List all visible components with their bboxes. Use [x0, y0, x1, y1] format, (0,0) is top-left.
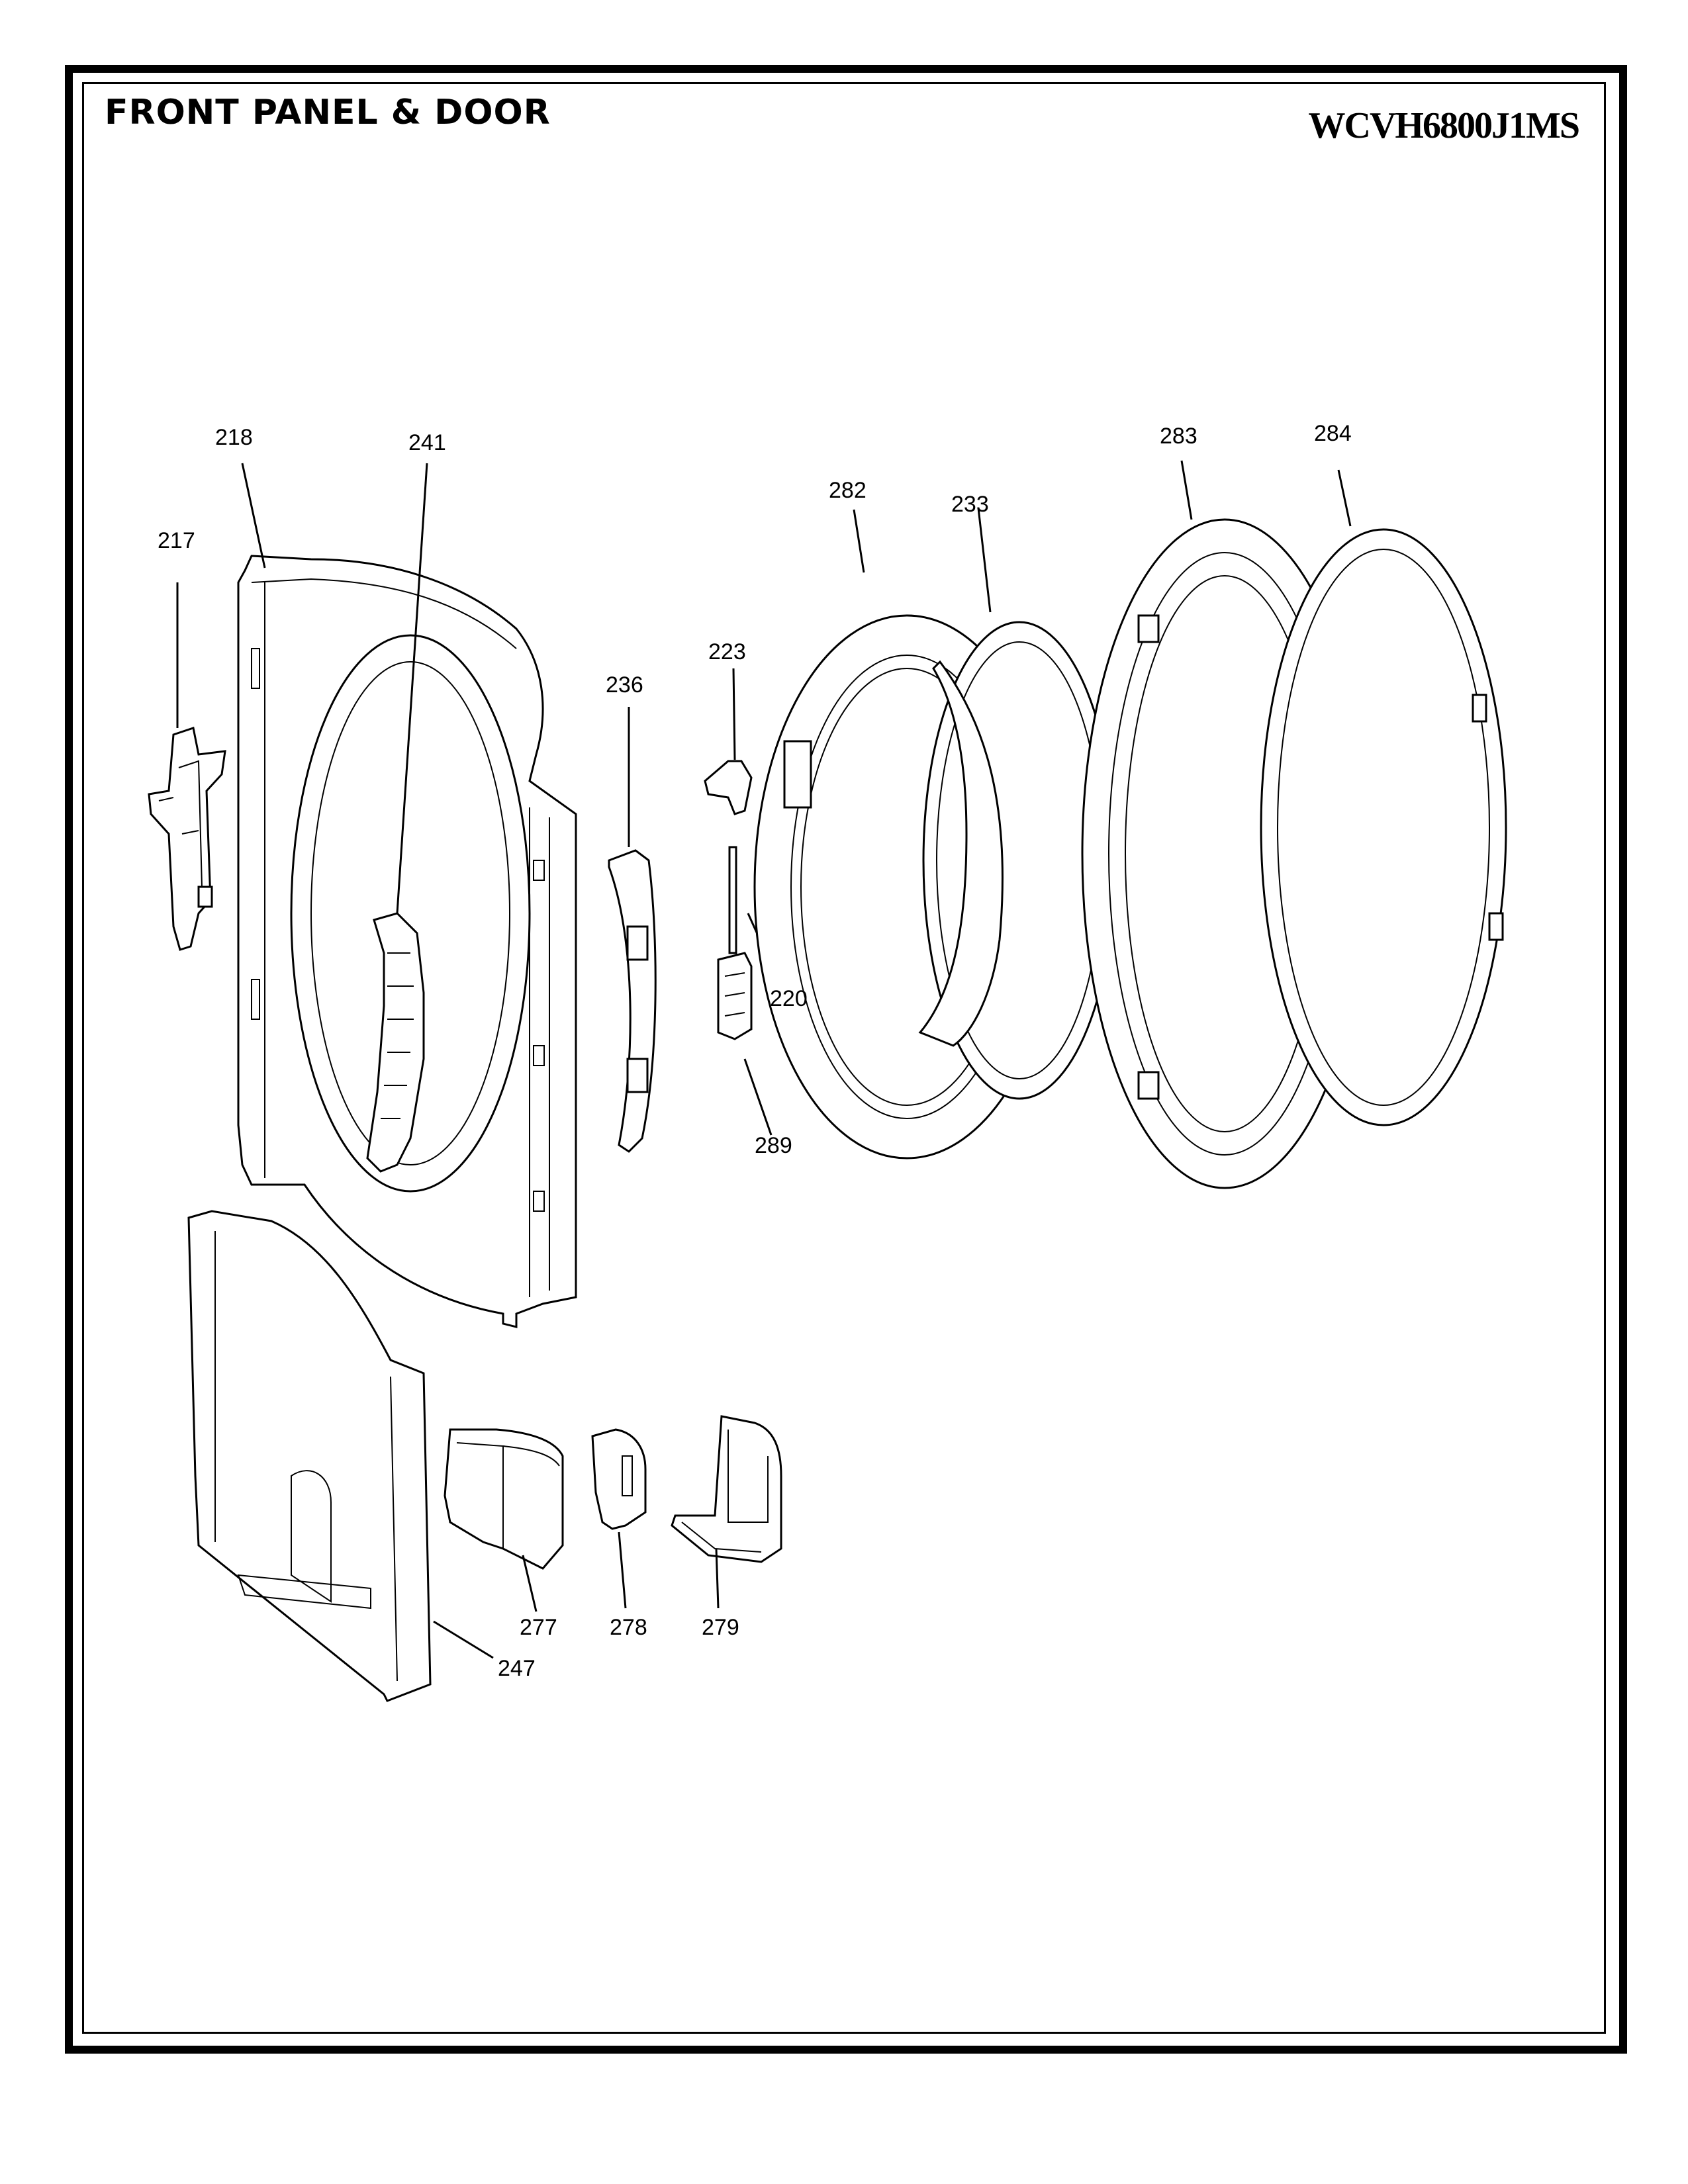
part-241[interactable]: [366, 912, 425, 1173]
part-277[interactable]: [444, 1428, 564, 1570]
leader-223: [732, 668, 736, 760]
diagram-title: FRONT PANEL & DOOR: [105, 93, 551, 132]
part-279[interactable]: [671, 1415, 782, 1563]
callout-282: 282: [829, 478, 867, 503]
part-217[interactable]: [148, 727, 226, 951]
callout-278: 278: [610, 1615, 647, 1640]
model-number: WCVH6800J1MS: [1308, 105, 1580, 146]
part-289[interactable]: [717, 952, 753, 1040]
callout-233: 233: [951, 492, 989, 517]
leader-279: [715, 1548, 720, 1609]
callout-279: 279: [702, 1615, 739, 1640]
leader-277: [522, 1555, 538, 1612]
callout-289: 289: [755, 1133, 792, 1158]
part-223[interactable]: [704, 760, 753, 815]
part-284[interactable]: [1260, 528, 1507, 1126]
leader-241: [396, 463, 428, 914]
page-border-inner: [82, 82, 1606, 2034]
leader-233: [977, 508, 992, 613]
callout-218: 218: [215, 425, 253, 450]
leader-282: [853, 509, 865, 573]
leader-278: [618, 1531, 627, 1609]
callout-236: 236: [606, 672, 643, 698]
callout-217: 217: [158, 528, 195, 553]
callout-241: 241: [408, 430, 446, 455]
page-border-outer: [65, 65, 1627, 2054]
part-220[interactable]: [728, 846, 737, 954]
callout-277: 277: [520, 1615, 557, 1640]
callout-284: 284: [1314, 421, 1352, 446]
callout-283: 283: [1160, 424, 1197, 449]
leader-218: [241, 463, 266, 569]
callout-247: 247: [498, 1656, 536, 1681]
leader-289: [743, 1058, 773, 1136]
leader-284: [1337, 469, 1352, 527]
part-278[interactable]: [591, 1428, 647, 1530]
part-247[interactable]: [187, 1210, 432, 1702]
callout-220: 220: [770, 986, 808, 1011]
leader-247: [433, 1620, 494, 1659]
callout-223: 223: [708, 639, 746, 664]
part-236[interactable]: [608, 849, 657, 1153]
leader-283: [1180, 460, 1193, 520]
